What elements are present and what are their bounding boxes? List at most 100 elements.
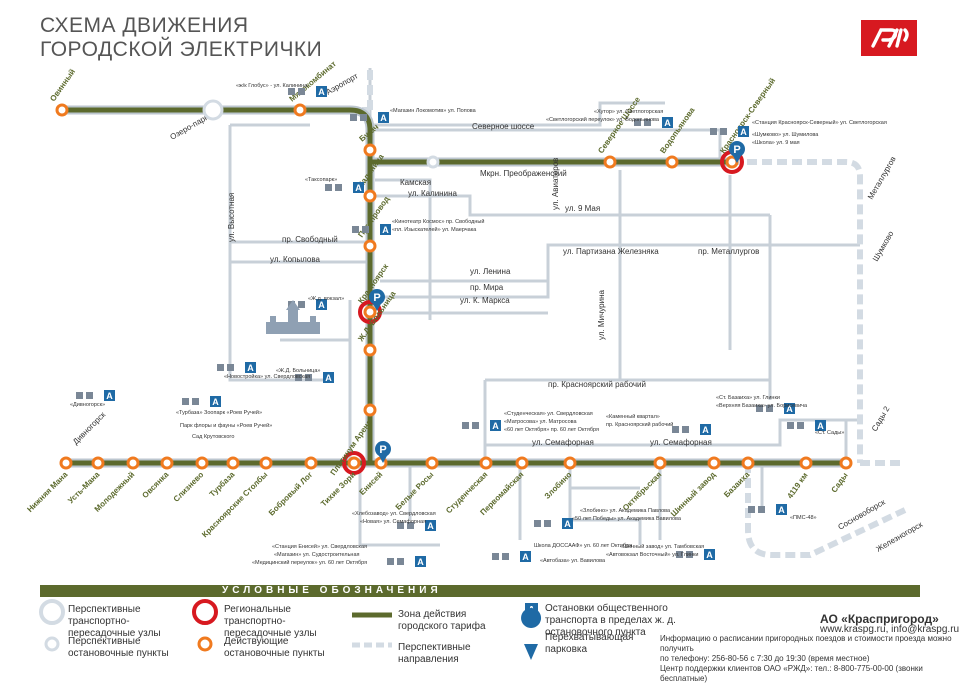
station-marker[interactable] (707, 456, 721, 470)
bus-stop-icon[interactable]: A (672, 424, 711, 435)
direction-label: Озеро-парк (169, 112, 211, 141)
bus-stop-label: «Станция Енисей» ул. Свердловская (272, 543, 367, 550)
bus-stop-icon[interactable]: A (387, 556, 426, 567)
company-site[interactable]: www.kraspg.ru, info@kraspg.ru (820, 624, 960, 635)
bus-stop-icon[interactable]: A (295, 372, 334, 383)
bus-stop-icon[interactable]: A (787, 420, 826, 431)
bus-stop-icon[interactable]: A (352, 224, 391, 235)
rzd-logo (861, 20, 917, 56)
station-marker[interactable] (665, 155, 679, 169)
svg-text:A: A (740, 127, 747, 137)
station-marker[interactable] (259, 456, 273, 470)
parking-icon[interactable]: P (729, 141, 745, 163)
station-marker[interactable] (347, 456, 361, 470)
stop-labels: «ж/к Глобус» - ул. Калинина«Магазин Локо… (70, 83, 887, 566)
bus-stop-icon[interactable]: A (217, 362, 256, 373)
station-marker[interactable] (363, 143, 377, 157)
street-label: пр. Свободный (282, 235, 338, 244)
station-label: Енисей (358, 470, 385, 497)
station-marker[interactable] (363, 343, 377, 357)
station-label: Усть-Мана (66, 470, 102, 506)
station-marker[interactable] (563, 456, 577, 470)
station-marker[interactable] (799, 456, 813, 470)
bus-stop-label: «Ст. Сады» (815, 430, 844, 436)
svg-text:A: A (212, 397, 219, 407)
prospect-nodes (202, 99, 440, 169)
legend-tariff-label: Зона действия городского тарифа (398, 609, 486, 632)
bus-stop-label: «Хлебозавод» ул. Свердловская (352, 511, 436, 517)
direction-label: Дивногорск (71, 410, 108, 447)
svg-text:A: A (778, 505, 785, 515)
title-line2: ГОРОДСКОЙ ЭЛЕКТРИЧКИ (40, 38, 323, 61)
bus-stop-icon[interactable]: A (534, 518, 573, 529)
svg-text:A: A (325, 373, 332, 383)
bus-stop-label: «Ж.д. вокзал» (308, 296, 344, 302)
station-marker[interactable] (603, 155, 617, 169)
regional-node-marker[interactable] (358, 300, 382, 324)
parking-icon[interactable]: P (369, 289, 385, 311)
bus-stop-label: «Автобаза» ул. Вавилова (540, 558, 606, 564)
svg-text:A: A (786, 404, 793, 414)
street-label: пр. Металлургов (698, 247, 759, 256)
station-marker[interactable] (479, 456, 493, 470)
station-marker[interactable] (59, 456, 73, 470)
svg-text:A: A (417, 557, 424, 567)
station-marker[interactable] (425, 456, 439, 470)
regional-node-marker[interactable] (342, 451, 366, 475)
street-label: ул. Партизана Железняка (563, 247, 659, 256)
station-marker[interactable] (55, 103, 69, 117)
bus-stop-label: «Каменный квартал» (606, 413, 660, 420)
station-marker[interactable] (515, 456, 529, 470)
station-marker[interactable] (226, 456, 240, 470)
station-label: Красноярские Столбы (200, 470, 269, 539)
bus-stop-icon[interactable]: A (325, 182, 364, 193)
station-marker[interactable] (363, 403, 377, 417)
station-marker[interactable] (653, 456, 667, 470)
prospect-node-marker[interactable] (426, 155, 440, 169)
bus-stop-label: «Школа» ул. 9 мая (752, 140, 800, 146)
station-marker[interactable] (363, 189, 377, 203)
station-marker[interactable] (195, 456, 209, 470)
station-marker[interactable] (363, 239, 377, 253)
bus-stop-label: «Дивногорск» (70, 402, 105, 408)
bus-stop-icon[interactable]: A (676, 549, 715, 560)
parking-icon[interactable]: P (375, 441, 391, 463)
bus-stop-icon[interactable]: A (492, 551, 531, 562)
bus-stop-label: «Медицинский переулок» ул. 60 лет Октябр… (252, 559, 367, 566)
street-label: Северное шоссе (472, 122, 535, 131)
bus-stop-icon[interactable]: A (288, 86, 327, 97)
svg-text:A: A (247, 363, 254, 373)
station-marker[interactable] (91, 456, 105, 470)
street-label: ул. Семафорная (532, 438, 594, 447)
bus-stop-icon[interactable]: A (397, 520, 436, 531)
svg-text:A: A (382, 225, 389, 235)
station-marker[interactable] (293, 103, 307, 117)
bus-stop-icon[interactable]: A (756, 403, 795, 414)
bus-stop-label: «Студенческая» ул. Свердловская (504, 411, 593, 417)
bus-stop-label: «Таксопарк» (305, 177, 337, 183)
svg-text:A: A (706, 550, 713, 560)
prospect-node-marker[interactable] (202, 99, 224, 121)
bus-stop-label: «Хутор» ул. Светлогорская (594, 109, 663, 115)
legend-prospect-stops-label: Перспективные остановочные пункты (68, 636, 169, 659)
bus-stop-icon[interactable]: A (710, 126, 749, 137)
bus-stop-label: «Ж.Д. Больница» (276, 368, 320, 374)
street-label-vertical: ул. Высотная (227, 193, 236, 242)
bus-stop-label: «Верхняя Базаиха» ул. Борисевича (716, 403, 808, 409)
bus-stop-icon[interactable]: A (462, 420, 501, 431)
bus-stop-label: «Магазин» ул. Судостроительная (274, 552, 360, 558)
bus-stop-icon[interactable]: A (350, 112, 389, 123)
bus-stop-icon[interactable]: A (748, 504, 787, 515)
bus-stop-icon[interactable]: A (182, 396, 221, 407)
station-label: Тихие Зори (319, 470, 357, 508)
station-marker[interactable] (741, 456, 755, 470)
bus-stop-icon[interactable]: A (76, 390, 115, 401)
station-marker[interactable] (839, 456, 853, 470)
station-marker[interactable] (363, 305, 377, 319)
station-marker[interactable] (304, 456, 318, 470)
bus-stop-label: «Шинный завод» ул. Тамбовская (620, 543, 704, 550)
svg-text:P: P (733, 144, 740, 156)
station-marker[interactable] (160, 456, 174, 470)
bus-stop-icon[interactable]: A (634, 117, 673, 128)
station-marker[interactable] (126, 456, 140, 470)
